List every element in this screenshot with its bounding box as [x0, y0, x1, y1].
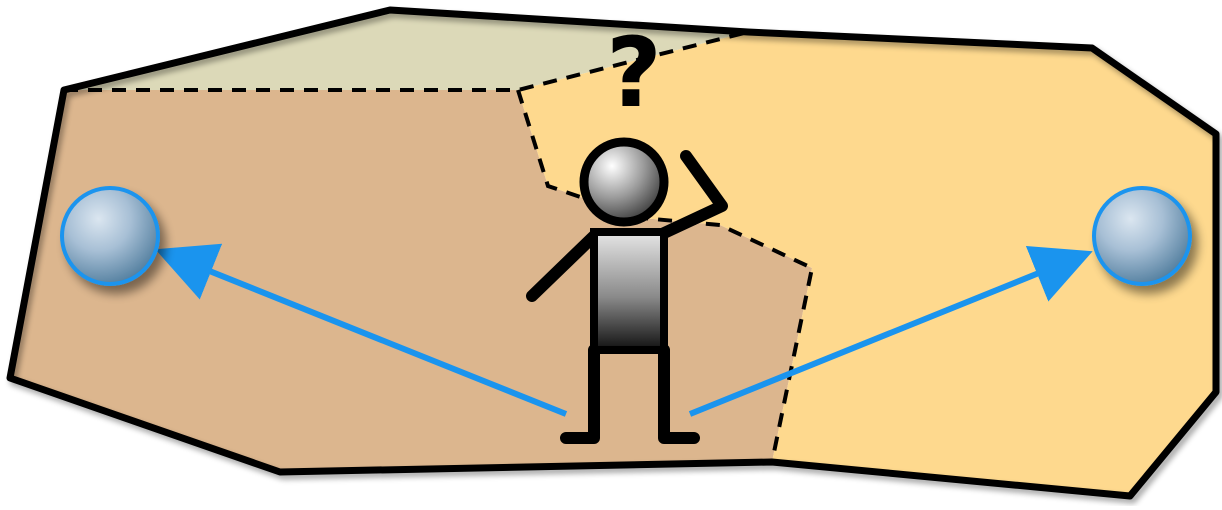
confused-stick-figure-icon: ? — [526, 17, 728, 444]
figure-raised-arm — [656, 150, 728, 240]
arrow-to-right-sphere — [688, 245, 1093, 417]
figure-lowered-arm — [526, 230, 600, 302]
region-left — [10, 90, 812, 472]
arrow-to-left-sphere — [155, 243, 568, 417]
region-right — [518, 32, 1216, 496]
left-sphere-icon — [60, 186, 160, 286]
figure-body — [590, 228, 668, 354]
figure-right-leg — [658, 344, 700, 444]
boundary-dashed-top — [64, 30, 749, 92]
boundary-dashed-diagonal — [516, 89, 815, 463]
area-outline — [6, 6, 1220, 500]
question-mark: ? — [606, 17, 662, 129]
right-sphere-icon — [1092, 186, 1192, 286]
region-top-left — [64, 10, 748, 90]
figure-head — [579, 137, 669, 227]
figure-left-leg — [560, 344, 600, 444]
